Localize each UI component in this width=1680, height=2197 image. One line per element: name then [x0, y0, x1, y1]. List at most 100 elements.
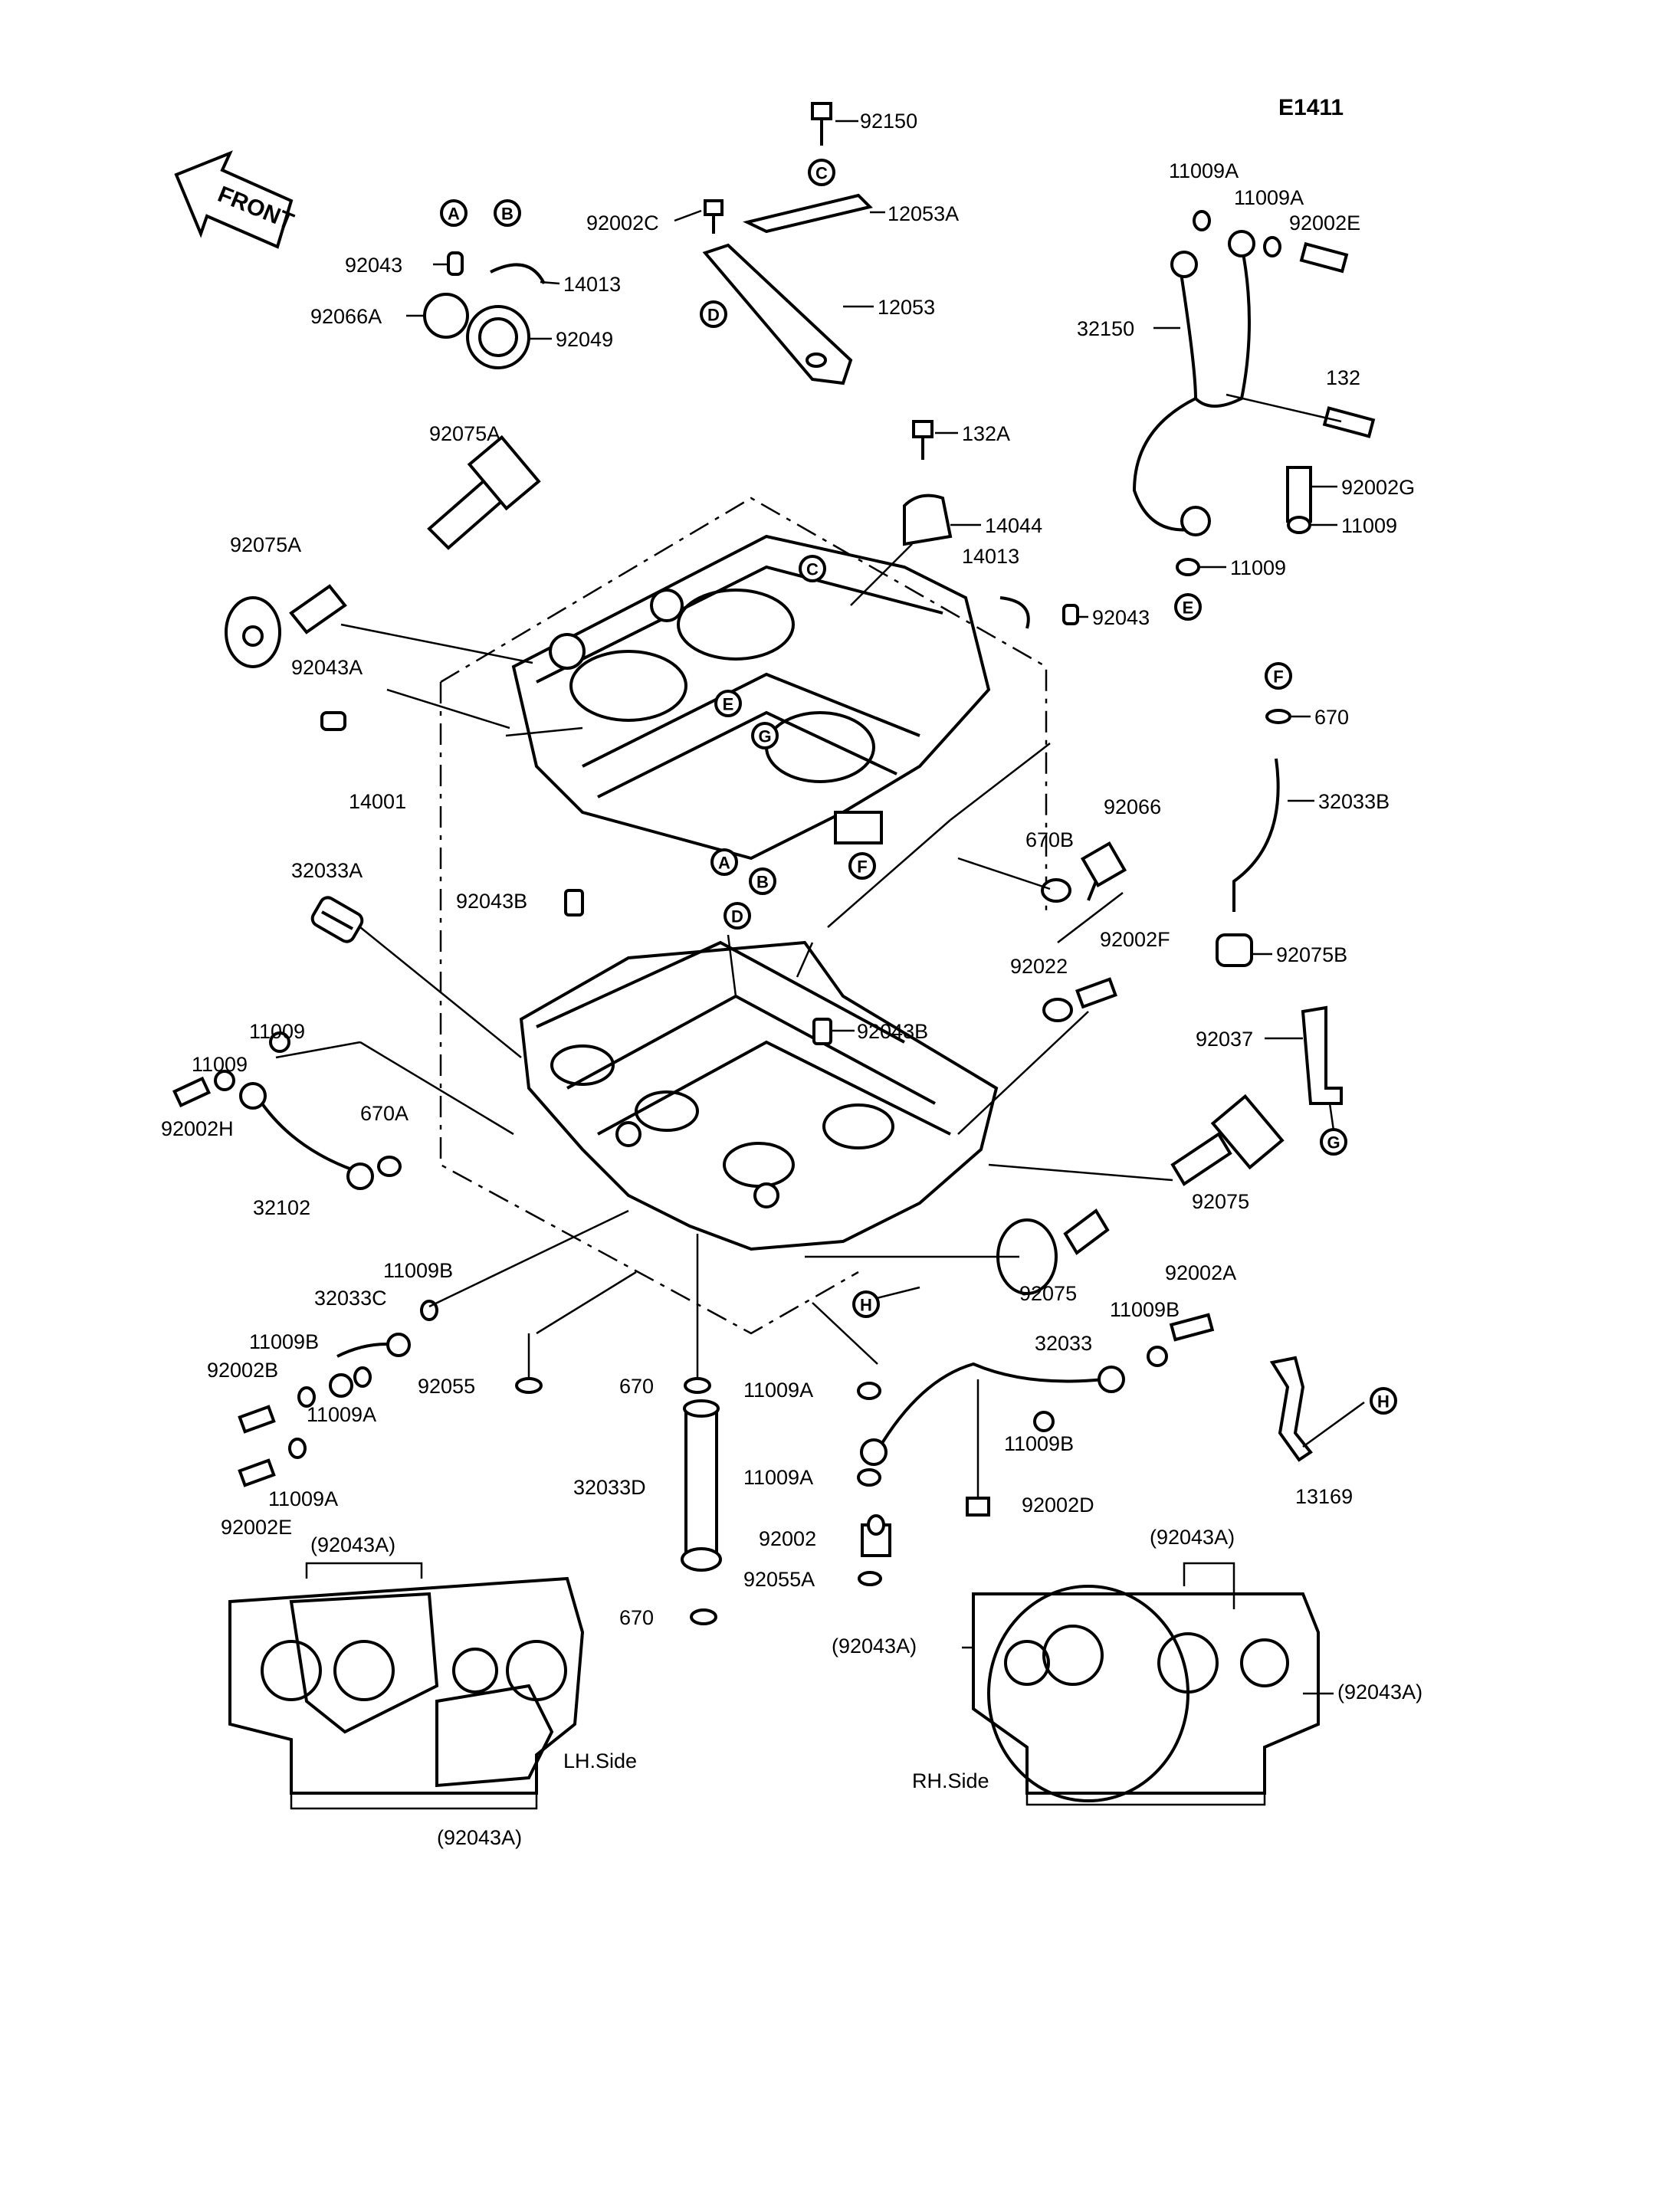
part-label: 670	[619, 1375, 654, 1398]
svg-text:A: A	[718, 854, 730, 873]
bracket-92037	[1301, 1005, 1343, 1105]
oring-92055A	[858, 1571, 882, 1586]
part-label: 670	[619, 1606, 654, 1629]
svg-text:D: D	[731, 907, 743, 926]
oring-92055	[515, 1377, 543, 1394]
clip-14013	[490, 263, 546, 284]
pin-92043B-b	[812, 1018, 832, 1045]
part-label: 92075A	[230, 533, 301, 556]
reference-letter-h: H	[1370, 1387, 1397, 1415]
part-label: 92037	[1196, 1028, 1253, 1051]
part-label: 92066A	[310, 305, 382, 328]
lh-side-label: LH.Side	[563, 1749, 637, 1772]
part-label: 92002	[759, 1527, 816, 1550]
reference-letter-d: D	[700, 300, 727, 328]
pin-92043A	[320, 711, 346, 731]
part-label: 11009B	[249, 1330, 319, 1353]
part-label: 92002F	[1100, 928, 1170, 951]
part-label: 12053A	[888, 202, 959, 225]
svg-text:C: C	[806, 560, 819, 579]
part-label: 11009B	[383, 1259, 453, 1282]
plug-92002	[861, 1514, 891, 1557]
svg-text:F: F	[857, 857, 867, 877]
pipe-32033D	[681, 1399, 722, 1572]
bolt-92002F	[1075, 977, 1117, 1009]
part-label: 92002D	[1022, 1494, 1094, 1517]
part-label: 670A	[360, 1102, 409, 1125]
upper-crankcase	[511, 534, 991, 861]
svg-text:F: F	[1273, 667, 1283, 687]
oring-670	[1265, 709, 1291, 724]
leader-lines	[275, 120, 1365, 1448]
reference-letter-e: E	[1174, 593, 1202, 621]
shaft-92075A-top	[427, 434, 541, 550]
svg-text:B: B	[501, 205, 514, 224]
part-label: (92043A)	[832, 1635, 917, 1658]
part-label: 92043B	[456, 890, 527, 913]
part-label: 132	[1326, 366, 1360, 389]
svg-text:G: G	[1327, 1133, 1340, 1153]
part-label: 670	[1314, 706, 1349, 729]
shaft-92075A-left	[225, 584, 347, 668]
reference-letter-e: E	[714, 690, 742, 717]
rh-side-label: RH.Side	[912, 1769, 989, 1792]
shaft-92075-right	[1170, 1094, 1285, 1186]
part-label: 670B	[1025, 828, 1074, 851]
part-label: 32033	[1035, 1332, 1092, 1355]
part-label: 92075	[1192, 1190, 1249, 1213]
diagram-code: E1411	[1278, 95, 1344, 120]
plug-92066	[1080, 841, 1127, 901]
reference-letter-g: G	[751, 722, 779, 749]
oring-670-bottom	[690, 1608, 717, 1625]
part-label: 13169	[1295, 1485, 1353, 1508]
part-label: 92055	[418, 1375, 475, 1398]
plate-12053A	[743, 193, 873, 234]
pin-92043B	[564, 889, 584, 917]
part-label: 11009B	[1110, 1298, 1180, 1321]
washer-92022	[1042, 998, 1073, 1022]
part-label: 132A	[962, 422, 1010, 445]
front-arrow-icon: FRONT	[174, 150, 297, 249]
reference-letter-c: C	[799, 555, 826, 582]
part-label: 11009	[192, 1053, 248, 1076]
part-label: 92075A	[429, 422, 500, 445]
svg-text:G: G	[758, 727, 771, 746]
part-label: (92043A)	[437, 1826, 522, 1849]
part-label: 32150	[1077, 317, 1134, 340]
reference-letter-a: A	[710, 848, 738, 876]
lower-crankcase	[519, 940, 999, 1251]
part-label: 92055A	[743, 1568, 815, 1591]
part-label: 92002E	[221, 1516, 292, 1539]
svg-text:H: H	[860, 1296, 872, 1315]
part-label: 11009A	[268, 1487, 338, 1510]
shaft-92075-lower	[996, 1208, 1110, 1295]
reference-letter-c: C	[808, 159, 835, 186]
part-label: 14044	[985, 514, 1042, 537]
part-label: 11009A	[743, 1466, 813, 1489]
lh-side-view	[228, 1576, 585, 1795]
part-label: 11009B	[1004, 1432, 1074, 1455]
part-label: 92002E	[1289, 212, 1360, 234]
part-label: 92043	[345, 254, 402, 277]
pipe-32102	[172, 1031, 402, 1190]
bolt-92002C	[704, 199, 724, 234]
part-label: 92002H	[161, 1117, 234, 1140]
svg-text:B: B	[756, 873, 769, 892]
svg-text:C: C	[815, 164, 828, 183]
svg-text:D: D	[707, 306, 720, 325]
part-label: 92043B	[857, 1020, 928, 1043]
part-label: 92002G	[1341, 476, 1415, 499]
part-label: 92150	[860, 110, 917, 133]
part-label: 11009A	[1169, 159, 1239, 182]
seal-92049	[466, 305, 530, 369]
callout-brackets	[290, 1562, 1334, 1810]
cap-92075B	[1216, 933, 1253, 967]
clip-14013-b	[999, 596, 1030, 629]
pipe-32033	[857, 1313, 1215, 1517]
part-label: 92043	[1092, 606, 1150, 629]
part-label: 92075B	[1276, 943, 1347, 966]
strainer-32033A	[310, 896, 364, 943]
rh-side-view	[972, 1585, 1320, 1802]
part-label: 92022	[1010, 955, 1068, 978]
